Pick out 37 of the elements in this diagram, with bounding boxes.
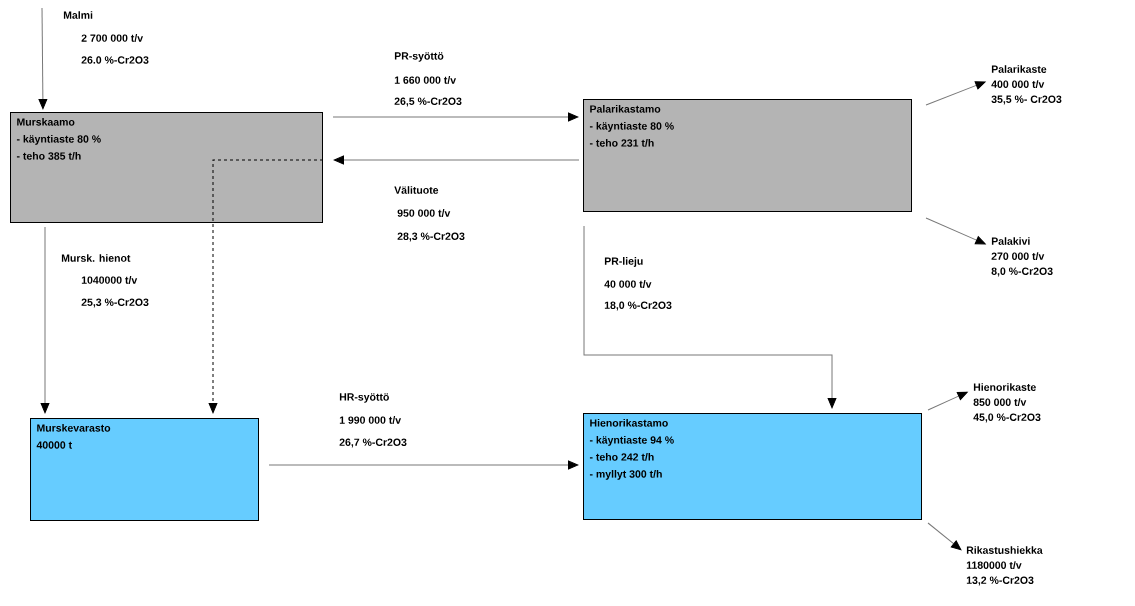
flow-label: PR-syöttö xyxy=(394,52,444,62)
flow-label: Malmi xyxy=(63,11,93,19)
flow-label: 26.0 %-Cr2O3 xyxy=(81,56,149,64)
arrow xyxy=(583,225,837,409)
flow-label: 1 990 000 t/v xyxy=(339,416,401,424)
product-label: Palarikaste 400 000 t/v 35,5 %- Cr2O3 xyxy=(991,65,1062,105)
flow-label: Mursk. hienot xyxy=(61,254,131,262)
arrow xyxy=(925,81,986,106)
flow-label: 40 000 t/v xyxy=(604,280,652,288)
flow-label: PR-lieju xyxy=(604,257,643,267)
arrow xyxy=(332,112,579,122)
arrow xyxy=(268,460,579,470)
flow-label: 950 000 t/v xyxy=(397,209,451,217)
flow-label: 1040000 t/v xyxy=(81,276,138,284)
flow-label: 25,3 %-Cr2O3 xyxy=(81,298,149,308)
flow-label: Välituote xyxy=(394,186,439,194)
flow-label: 1 660 000 t/v xyxy=(394,76,456,84)
arrow xyxy=(925,217,986,245)
flow-label: 2 700 000 t/v xyxy=(81,34,143,42)
process-box: Murskaamo - käyntiaste 80 % - teho 385 t/h xyxy=(10,112,323,223)
flow-label: HR-syöttö xyxy=(339,393,389,403)
arrow xyxy=(40,226,50,414)
product-label: Rikastushiekka 1180000 t/v 13,2 %-Cr2O3 xyxy=(966,546,1043,586)
arrow xyxy=(38,7,48,110)
arrow xyxy=(927,522,962,551)
product-label: Palakivi 270 000 t/v 8,0 %-Cr2O3 xyxy=(991,237,1053,277)
process-box: Hienorikastamo - käyntiaste 94 % - teho 242 t/h - myllyt 300 t/h xyxy=(583,413,922,520)
flow-label: 26,7 %-Cr2O3 xyxy=(339,438,407,448)
process-box: Palarikastamo - käyntiaste 80 % - teho 231 t/h xyxy=(583,99,912,212)
product-label: Hienorikaste 850 000 t/v 45,0 %-Cr2O3 xyxy=(973,383,1041,423)
flow-label: 26,5 %-Cr2O3 xyxy=(394,97,462,107)
arrow xyxy=(927,391,968,411)
arrow xyxy=(333,155,580,165)
flow-label: 18,0 %-Cr2O3 xyxy=(604,301,672,311)
arrow xyxy=(208,159,324,414)
flow-label: 28,3 %-Cr2O3 xyxy=(397,232,465,242)
process-box: Murskevarasto 40000 t xyxy=(30,418,259,521)
